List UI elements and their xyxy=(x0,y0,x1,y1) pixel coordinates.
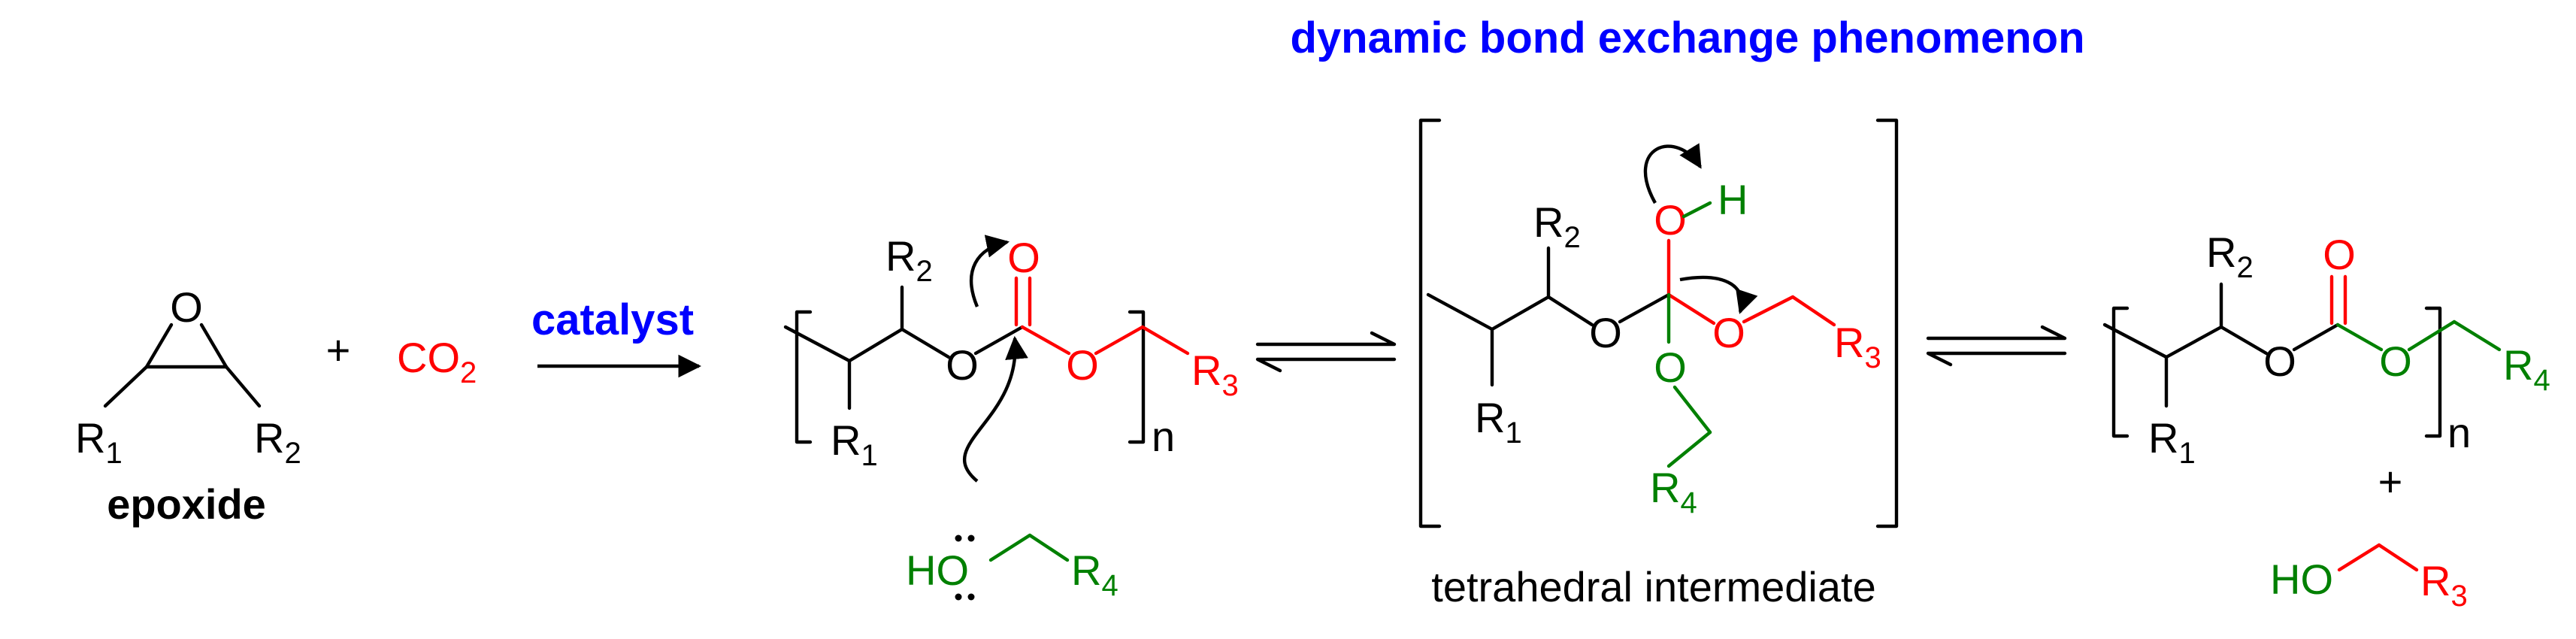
epoxide-r2: R2 xyxy=(254,414,301,470)
polymer-oxygen-left: O xyxy=(946,341,979,389)
equilibrium-arrow-2 xyxy=(1926,325,2067,367)
intermediate-oxygen-top: O xyxy=(1654,196,1687,244)
polycarbonate: n R1 R2 O O O R3 xyxy=(783,232,1239,483)
equilibrium-arrow-1 xyxy=(1255,331,1397,373)
polymer-r3: R3 xyxy=(1191,347,1239,402)
alcohol-ho: HO xyxy=(906,547,969,594)
product-polycarbonate: n R1 R2 O O O R4 xyxy=(2102,229,2550,470)
intermediate-r1: R1 xyxy=(1475,394,1522,450)
product-oxygen-left: O xyxy=(2263,338,2296,385)
alcohol-r4: HO R4 xyxy=(906,533,1118,602)
plus-sign: + xyxy=(326,326,351,374)
intermediate-oxygen-bottom: O xyxy=(1654,344,1687,391)
title: dynamic bond exchange phenomenon xyxy=(1290,14,2084,62)
product-n: n xyxy=(2447,409,2471,456)
plus-sign-product: + xyxy=(2378,458,2403,505)
alcohol-r4-label: R4 xyxy=(1071,547,1118,602)
released-alcohol-ho: HO xyxy=(2270,556,2333,603)
polymer-r2: R2 xyxy=(885,232,933,288)
polymer-n: n xyxy=(1152,413,1175,460)
epoxide-label: epoxide xyxy=(107,480,266,528)
polymer-oxygen-right: O xyxy=(1066,341,1099,389)
intermediate-hydrogen: H xyxy=(1718,176,1748,223)
intermediate-r2: R2 xyxy=(1533,198,1581,254)
intermediate-oxygen-left: O xyxy=(1589,309,1622,356)
product-oxygen-right: O xyxy=(2379,338,2412,385)
polymer-carbonyl-oxygen: O xyxy=(1007,234,1040,281)
product-carbonyl-oxygen: O xyxy=(2323,231,2356,278)
intermediate-oxygen-right: O xyxy=(1712,309,1745,356)
intermediate-r3: R3 xyxy=(1834,319,1881,374)
catalyst-label: catalyst xyxy=(531,295,694,344)
released-alcohol-r3-label: R3 xyxy=(2420,557,2468,613)
released-alcohol-r3: HO R3 xyxy=(2270,543,2468,613)
intermediate-r4: R4 xyxy=(1650,464,1697,519)
co2: CO2 xyxy=(397,334,477,389)
product-r4: R4 xyxy=(2503,341,2550,397)
intermediate-label: tetrahedral intermediate xyxy=(1431,563,1875,610)
epoxide-oxygen: O xyxy=(170,283,203,331)
polymer-r1: R1 xyxy=(831,416,878,472)
product-r1: R1 xyxy=(2148,414,2196,470)
tetrahedral-intermediate: R1 R2 O O H O R3 O R4 tetrahedral interm… xyxy=(1418,118,1899,610)
epoxide-r1: R1 xyxy=(75,414,123,470)
product-r2: R2 xyxy=(2206,229,2254,284)
epoxide: O R1 R2 epoxide xyxy=(75,283,301,528)
